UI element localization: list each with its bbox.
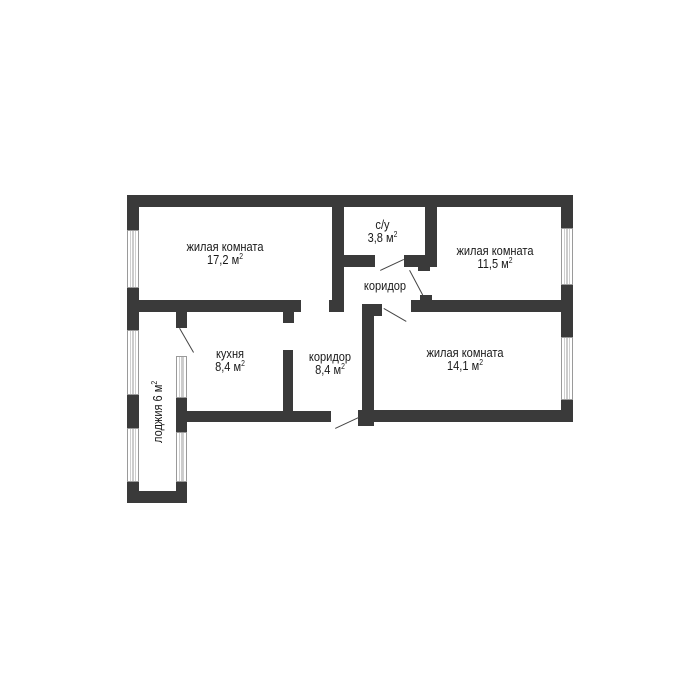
- room-corridor-small: коридор: [351, 279, 419, 292]
- wall-bath-right: [425, 195, 437, 267]
- room-bathroom: с/у 3,8 м2: [351, 218, 415, 244]
- window-kitchen-loggia-2: [176, 432, 187, 482]
- wall-bath-bottom-left: [332, 255, 375, 267]
- room-name: кухня: [215, 346, 245, 361]
- room-area: 14,1 м2: [447, 358, 483, 373]
- room-living-1: жилая комната 17,2 м2: [170, 240, 281, 266]
- wall-loggia-bottom: [127, 491, 187, 503]
- window-living-2: [561, 228, 573, 285]
- wall-stub-living2: [418, 263, 430, 271]
- wall-living1-kitchen: [127, 300, 301, 312]
- wall-loggia-left-top: [127, 300, 139, 330]
- room-name: жилая комната: [186, 239, 264, 254]
- wall-kitchen-left-mid: [176, 398, 187, 432]
- window-loggia-1: [127, 330, 139, 395]
- room-living-2: жилая комната 11,5 м2: [440, 244, 551, 270]
- room-area: 8,4 м2: [315, 362, 345, 377]
- room-area: 17,2 м2: [207, 252, 243, 267]
- wall-stub-entrance: [358, 410, 374, 426]
- wall-kitchen-corridor: [283, 350, 293, 420]
- wall-top: [127, 195, 573, 207]
- wall-stub-kitchen: [283, 300, 294, 323]
- wall-bath-left: [332, 195, 344, 312]
- wall-loggia-left-mid: [127, 395, 139, 428]
- wall-stub-door-l2: [420, 295, 432, 309]
- window-living-1: [127, 230, 139, 288]
- wall-bottom-right: [362, 410, 573, 422]
- wall-bottom-kitchen: [176, 411, 331, 422]
- room-name: жилая комната: [426, 345, 504, 360]
- room-area: 3,8 м2: [367, 230, 398, 245]
- room-living-3: жилая комната 14,1 м2: [406, 346, 525, 372]
- door-entrance[interactable]: [335, 417, 359, 429]
- window-living-3: [561, 337, 573, 400]
- door-loggia[interactable]: [179, 328, 194, 353]
- window-kitchen-loggia-1: [176, 356, 187, 398]
- room-name: коридор: [363, 278, 407, 293]
- wall-corridor-living3: [362, 304, 374, 422]
- window-loggia-2: [127, 428, 139, 482]
- wall-loggia-right-bottom: [176, 482, 187, 503]
- room-name: жилая комната: [456, 243, 534, 258]
- room-area: 11,5 м2: [477, 256, 513, 271]
- room-name: коридор: [308, 349, 352, 364]
- room-name: с/у: [375, 217, 390, 232]
- room-loggia: лоджия 6 м2: [150, 380, 165, 443]
- wall-living2-living3: [411, 300, 573, 312]
- room-kitchen: кухня 8,4 м2: [200, 347, 260, 373]
- wall-kitchen-left-top: [176, 312, 187, 328]
- door-living-3[interactable]: [383, 308, 407, 322]
- door-bathroom[interactable]: [380, 259, 404, 271]
- room-area: 8,4 м2: [215, 359, 245, 374]
- room-corridor-main: коридор 8,4 м2: [300, 350, 360, 376]
